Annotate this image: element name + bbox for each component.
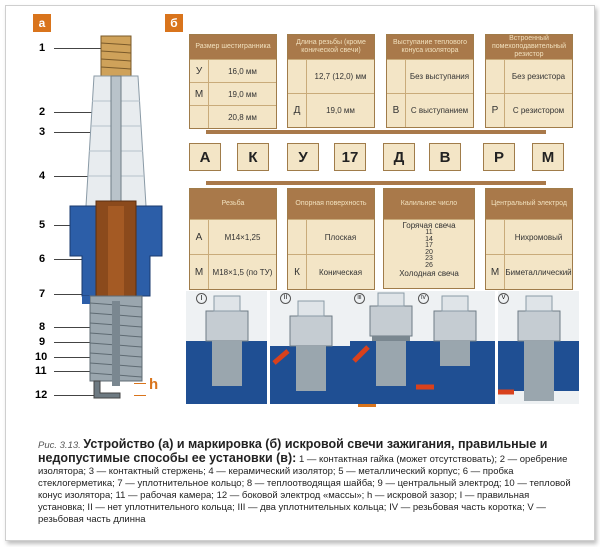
part-num-4: 4 (39, 170, 46, 182)
part-num-9: 9 (39, 336, 46, 348)
part-num-11: 11 (35, 365, 47, 377)
table-resistor: Встроенный помехоподавительный резистор … (485, 34, 573, 128)
install-photo-2 (270, 291, 351, 404)
install-photo-5 (498, 291, 579, 404)
part-num-12: 12 (35, 389, 48, 401)
install-label-5: V (498, 293, 509, 304)
label-a: а (33, 14, 51, 32)
caption-title: Устройство (а) и маркировка (б) искровой… (38, 437, 548, 465)
table-seat-header: Опорная поверхность (288, 189, 374, 219)
table-electrode-header: Центральный электрод (486, 189, 572, 219)
code-letter-a: А (189, 143, 221, 171)
install-label-4: IV (418, 293, 429, 304)
label-b: б (165, 14, 183, 32)
figure-frame: а б в 1 2 3 4 5 6 7 8 9 10 11 12 (5, 5, 595, 541)
caption-text: 1 — контактная гайка (может отсутствоват… (38, 454, 571, 525)
table-hex-size-header: Размер шестигранника (190, 35, 276, 59)
figure-caption: Рис. 3.13. Устройство (а) и маркировка (… (38, 438, 573, 526)
install-label-3: III (354, 293, 365, 304)
table-insulator-header: Выступание теплового конуса изолятора (387, 35, 473, 59)
table-heat-rating: Калильное число Горячая свеча 11 14 17 2… (383, 188, 475, 289)
install-label-1: I (196, 293, 207, 304)
code-letter-u: У (287, 143, 319, 171)
part-num-8: 8 (39, 321, 46, 333)
gap-label: h (149, 376, 159, 393)
table-thread-length: Длина резьбы (кроме конической свечи) 12… (287, 34, 375, 128)
caption-fig-number: Рис. 3.13. (38, 440, 81, 451)
part-num-2: 2 (39, 106, 46, 118)
install-photo-4 (414, 291, 495, 404)
code-letter-m: М (532, 143, 564, 171)
heat-hot-label: Горячая свеча (402, 221, 456, 230)
table-insulator-protrusion: Выступание теплового конуса изолятора Бе… (386, 34, 474, 128)
part-num-7: 7 (39, 288, 46, 300)
heat-cold-label: Холодная свеча (399, 269, 459, 278)
part-num-6: 6 (39, 253, 46, 265)
part-num-1: 1 (39, 42, 46, 54)
spark-plug-diagram (69, 35, 163, 399)
code-letter-d: Д (383, 143, 415, 171)
code-letter-v: В (429, 143, 461, 171)
code-letter-k: К (237, 143, 269, 171)
install-label-2: II (280, 293, 291, 304)
table-thread-header: Резьба (190, 189, 276, 219)
table-resistor-header: Встроенный помехоподавительный резистор (486, 35, 572, 59)
part-num-5: 5 (39, 219, 46, 231)
table-heat-header: Калильное число (384, 189, 474, 219)
table-thread-length-header: Длина резьбы (кроме конической свечи) (288, 35, 374, 59)
code-letter-heat: 17 (334, 143, 366, 171)
code-letter-r: Р (483, 143, 515, 171)
install-photo-1 (186, 291, 267, 404)
part-num-3: 3 (39, 126, 46, 138)
part-num-10: 10 (35, 351, 48, 363)
